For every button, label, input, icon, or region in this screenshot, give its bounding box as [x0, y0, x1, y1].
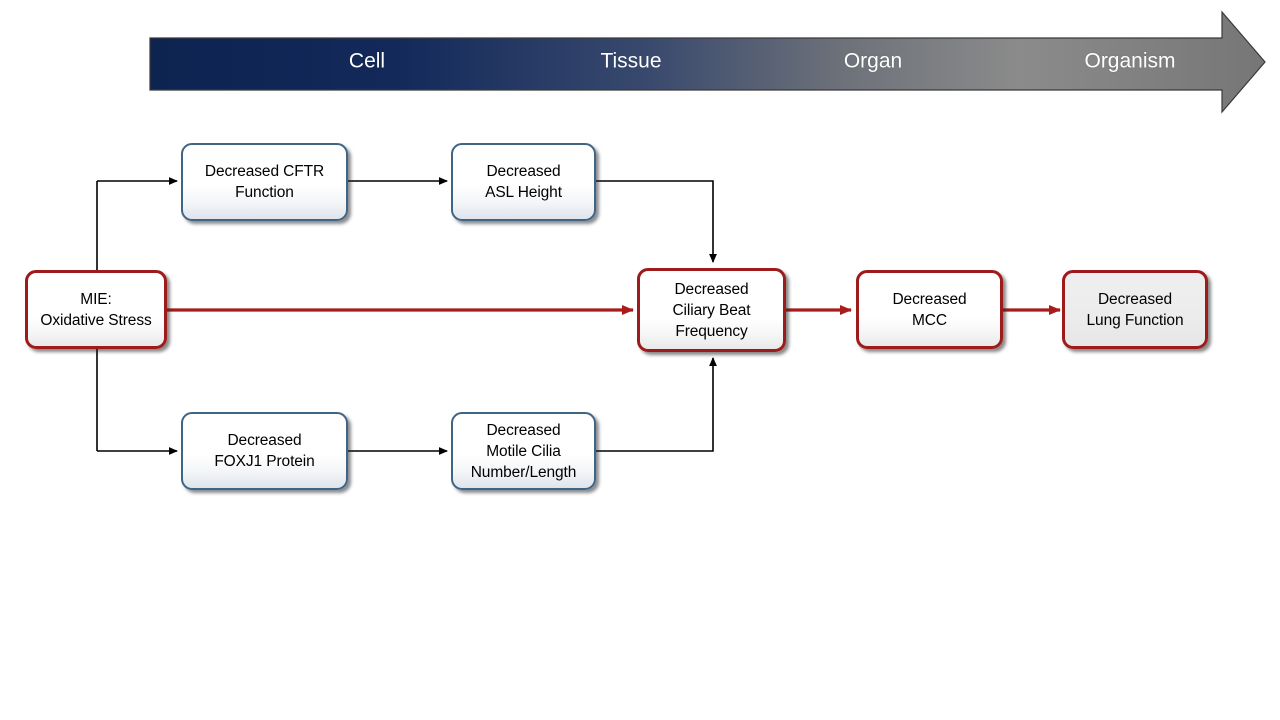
node-label: Decreased Ciliary Beat Frequency	[672, 280, 751, 340]
banner-label-cell: Cell	[348, 49, 386, 73]
node-mie-oxidative-stress[interactable]: MIE: Oxidative Stress	[25, 270, 167, 349]
node-decreased-lung-function[interactable]: Decreased Lung Function	[1062, 270, 1208, 349]
node-decreased-cftr-function[interactable]: Decreased CFTR Function	[181, 143, 348, 221]
node-decreased-ciliary-beat-frequency[interactable]: Decreased Ciliary Beat Frequency	[637, 268, 786, 352]
banner-label-organism: Organism	[1084, 49, 1176, 73]
banner-label-organ: Organ	[843, 49, 903, 73]
node-decreased-asl-height[interactable]: Decreased ASL Height	[451, 143, 596, 221]
banner-arrow-shape	[149, 10, 1266, 114]
node-label: Decreased Lung Function	[1086, 290, 1184, 329]
node-label: Decreased MCC	[892, 290, 967, 329]
node-label: MIE: Oxidative Stress	[40, 290, 152, 329]
node-label: Decreased Motile Cilia Number/Length	[470, 421, 577, 481]
node-label: Decreased FOXJ1 Protein	[214, 432, 315, 470]
node-decreased-motile-cilia[interactable]: Decreased Motile Cilia Number/Length	[451, 412, 596, 490]
node-decreased-foxj1-protein[interactable]: Decreased FOXJ1 Protein	[181, 412, 348, 490]
level-of-organisation-banner: Cell Tissue Organ Organism	[0, 0, 1280, 130]
banner-label-tissue: Tissue	[600, 49, 662, 73]
node-decreased-mcc[interactable]: Decreased MCC	[856, 270, 1003, 349]
node-label: Decreased CFTR Function	[204, 163, 325, 201]
node-label: Decreased ASL Height	[485, 163, 562, 201]
connector-asl-to-cbf	[596, 180, 717, 263]
connector-cilia-to-cbf	[596, 357, 717, 452]
